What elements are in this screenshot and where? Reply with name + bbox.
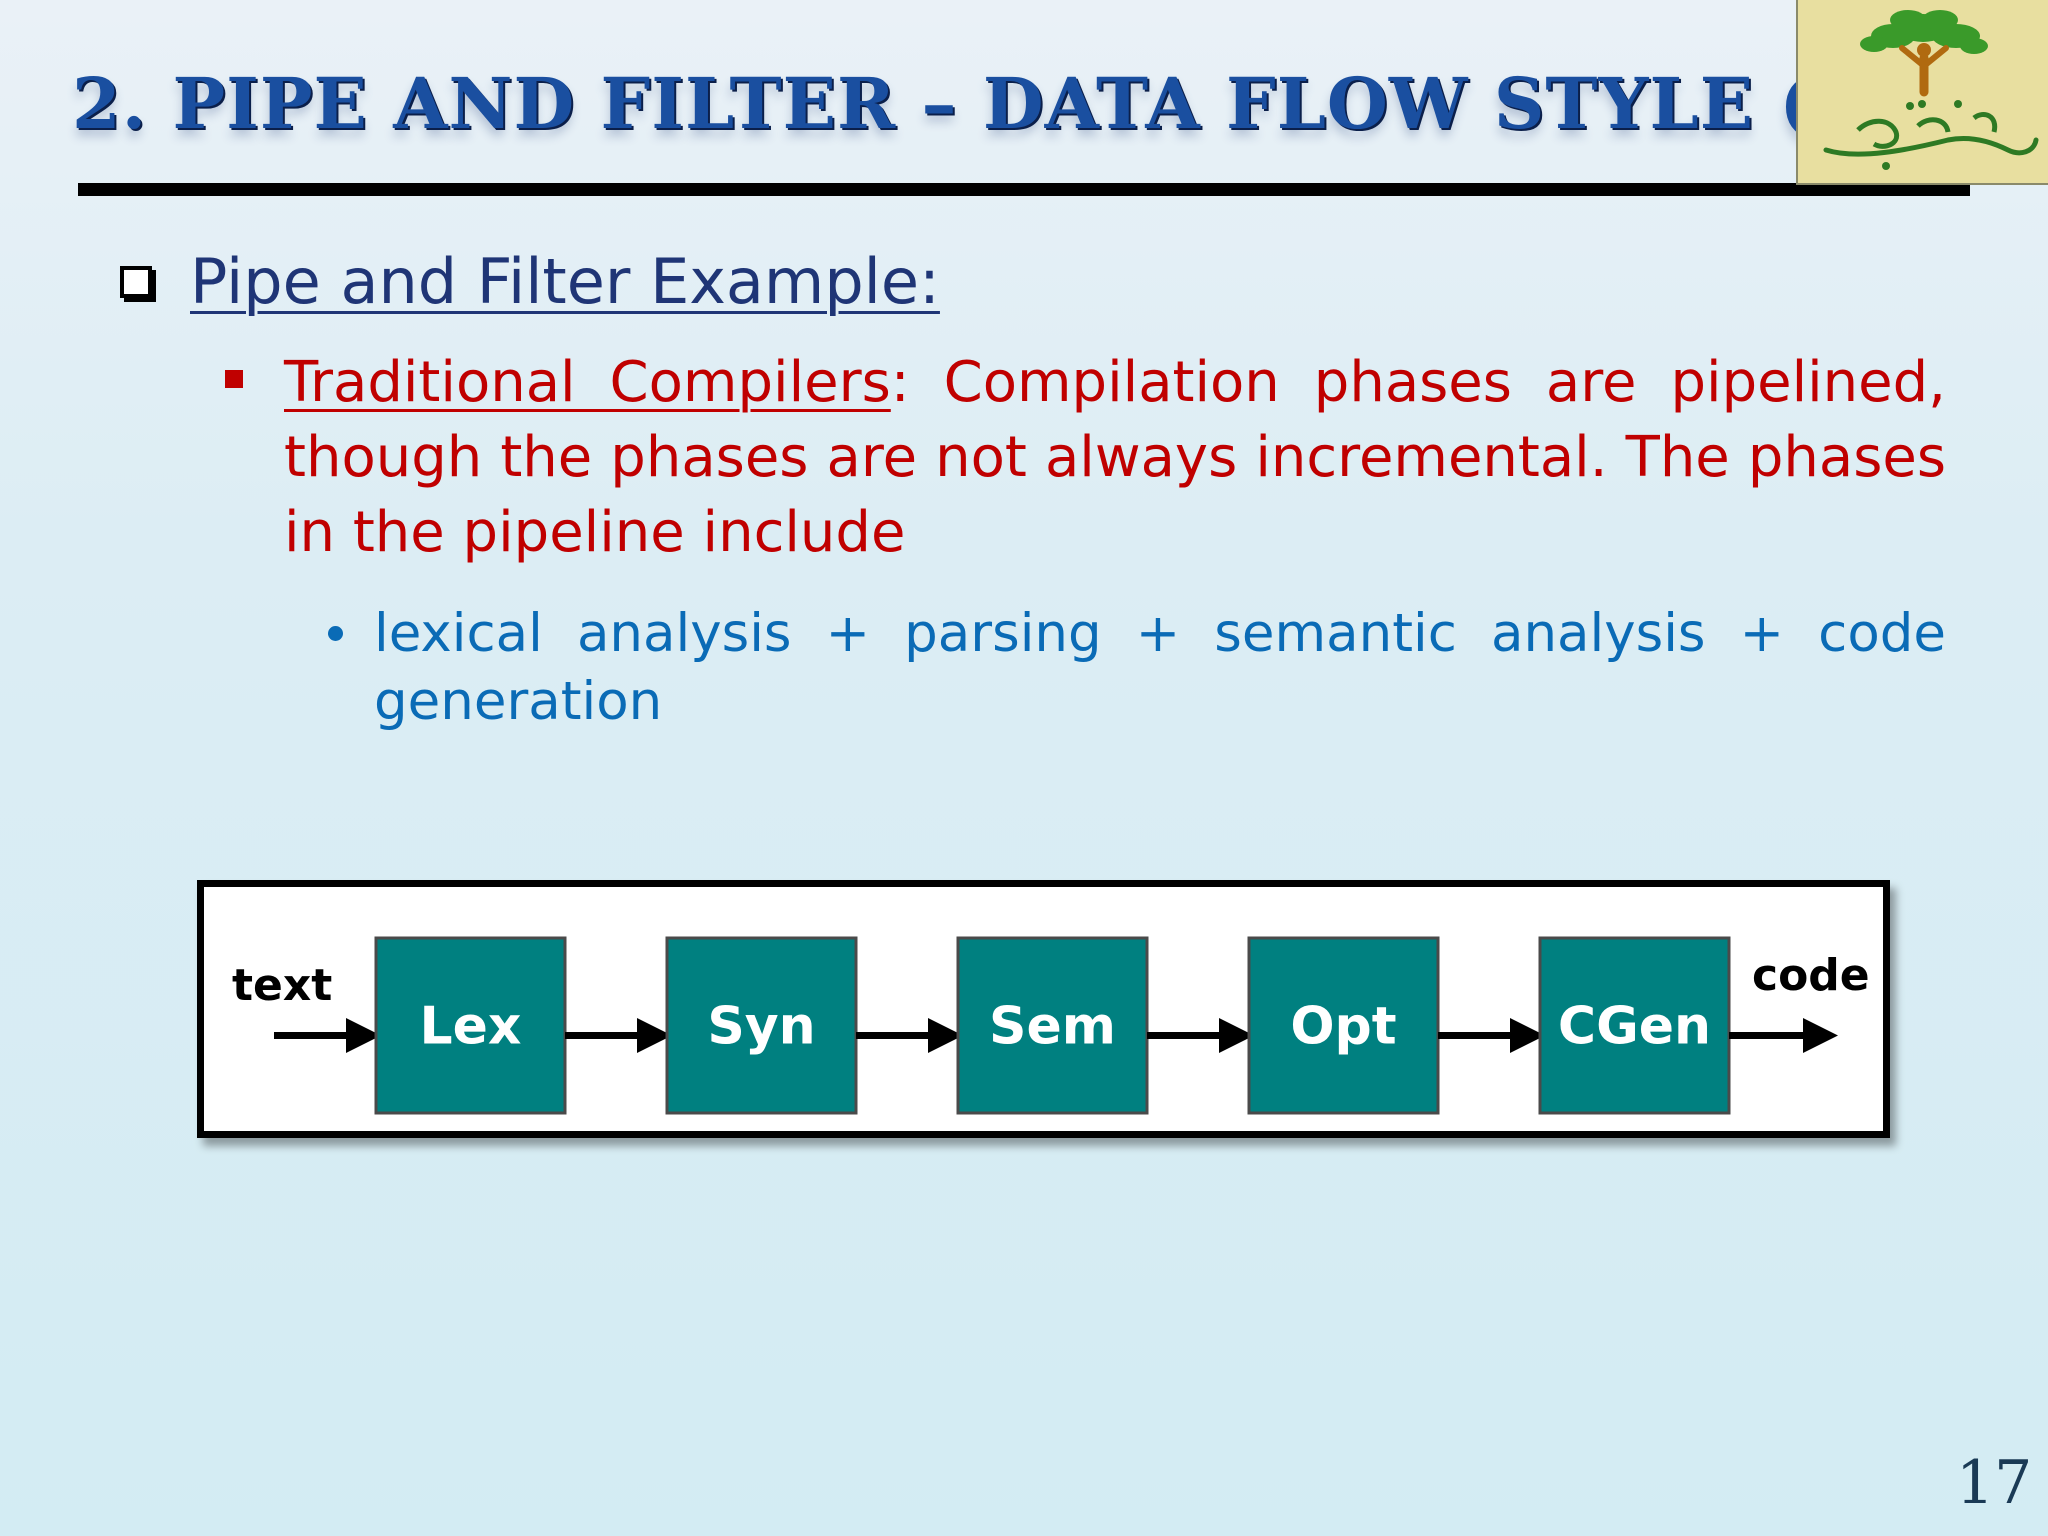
section-heading: Pipe and Filter Example: <box>120 245 940 318</box>
square-bullet-icon <box>225 370 243 388</box>
phases-sub-bullet: lexical analysis + parsing + semantic an… <box>374 603 1946 732</box>
slide-title: 2. PIPE AND FILTER – DATA FLOW STYLE (5) <box>72 62 1898 145</box>
logo <box>1796 0 2048 185</box>
stage-label-syn: Syn <box>707 997 815 1057</box>
pipeline-input-label: text <box>232 960 332 1011</box>
stage-box-lex <box>374 936 567 1115</box>
page-number: 17 <box>1956 1448 2033 1518</box>
stage-label-sem: Sem <box>989 997 1116 1057</box>
pipeline-output-label: code <box>1752 950 1870 1001</box>
compilers-paragraph: Traditional Compilers: Compilation phase… <box>284 345 1946 570</box>
dot-bullet-icon <box>328 626 343 641</box>
stage-box-cgen <box>1538 936 1731 1115</box>
stage-box-syn <box>665 936 858 1115</box>
compilers-description: : Compilation phases are pipelined, thou… <box>284 350 1946 565</box>
title-underline-rule <box>78 183 1970 196</box>
stage-box-sem <box>956 936 1149 1115</box>
stage-box-opt <box>1247 936 1440 1115</box>
pipeline-diagram: text code Lex Syn Sem Opt CGen <box>197 880 1890 1138</box>
pipeline-diagram-canvas: text code Lex Syn Sem Opt CGen <box>232 936 1870 1115</box>
stage-label-cgen: CGen <box>1558 997 1711 1057</box>
tree-logo-icon <box>1823 10 2039 170</box>
stage-label-lex: Lex <box>420 997 522 1057</box>
box-bullet-icon <box>120 265 152 298</box>
compilers-term: Traditional Compilers <box>284 350 891 415</box>
section-heading-label: Pipe and Filter Example: <box>190 245 940 318</box>
stage-label-opt: Opt <box>1290 997 1396 1057</box>
